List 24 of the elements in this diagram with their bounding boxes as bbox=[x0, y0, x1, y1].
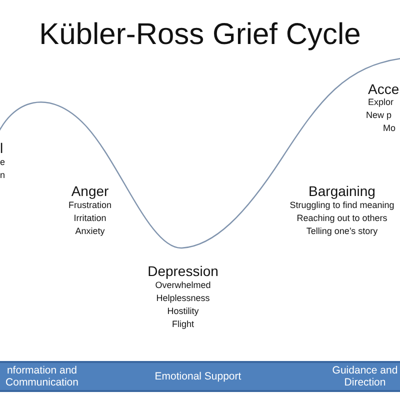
stage-feeling: New p bbox=[366, 111, 392, 120]
stage-heading: l bbox=[0, 141, 4, 155]
stage-feeling: Reaching out to others bbox=[296, 214, 388, 223]
stage-feeling: Mo bbox=[383, 124, 396, 133]
stage-heading: Bargaining bbox=[308, 184, 376, 198]
stage-feeling: Struggling to find meaning bbox=[290, 201, 394, 210]
stage-feeling: Explor bbox=[368, 98, 394, 107]
stage-feeling: Telling one’s story bbox=[306, 227, 378, 236]
support-label: Emotional Support bbox=[154, 370, 242, 383]
support-label: nformation and Communication bbox=[4, 364, 80, 390]
stage-heading: Depression bbox=[148, 264, 218, 278]
stage-feeling: Frustration bbox=[68, 201, 112, 210]
stage-feeling: Anxiety bbox=[75, 227, 105, 236]
stage-feeling: Irritation bbox=[74, 214, 106, 223]
stage-feeling: e bbox=[0, 158, 6, 167]
stage-feeling: Flight bbox=[172, 320, 194, 329]
stage-heading: Acce bbox=[368, 82, 400, 96]
stage-feeling: Overwhelmed bbox=[155, 281, 211, 290]
stage-feeling: Helplessness bbox=[156, 294, 210, 303]
title: Kübler-Ross Grief Cycle bbox=[38, 18, 362, 52]
stage-feeling: Hostility bbox=[167, 307, 199, 316]
support-label: Guidance and Direction bbox=[331, 364, 399, 390]
stage-feeling: n bbox=[0, 171, 6, 180]
stage-heading: Anger bbox=[71, 184, 109, 198]
